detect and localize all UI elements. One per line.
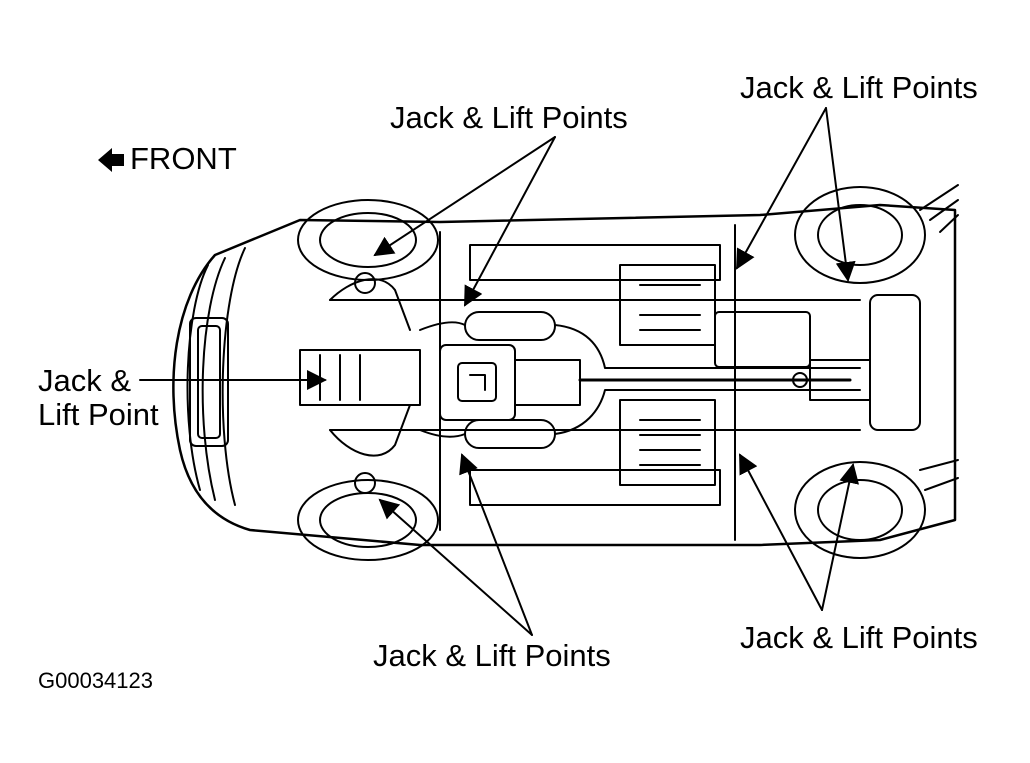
arrow-bottom-right-2 [821,463,860,611]
arrow-bottom-center-2 [459,453,533,636]
vehicle-body [172,184,959,547]
arrow-top-right-1 [736,107,827,270]
arrow-top-right-2 [825,107,856,282]
rear-left-wheel [794,186,926,284]
label-left-line2: Lift Point [38,397,159,432]
front-left-wheel [297,199,439,281]
arrow-bottom-center-1 [378,498,533,636]
rear-right-wheel [794,461,926,559]
arrow-top-center-2 [464,136,556,307]
driveshaft [578,311,871,401]
front-arrow-icon [98,148,124,172]
figure-code: G00034123 [38,668,153,693]
label-left-line1: Jack & [38,363,132,398]
arrow-top-center-1 [373,136,556,257]
label-bottom-center: Jack & Lift Points [373,638,611,673]
arrow-bottom-right-1 [739,453,823,611]
label-top-right: Jack & Lift Points [740,70,978,105]
label-bottom-right: Jack & Lift Points [740,620,978,655]
exhaust-system [419,311,861,449]
label-top-center: Jack & Lift Points [390,100,628,135]
engine-transmission [439,344,581,421]
leader-arrows [139,107,860,636]
front-suspension [299,272,421,494]
front-label: FRONT [130,141,237,176]
